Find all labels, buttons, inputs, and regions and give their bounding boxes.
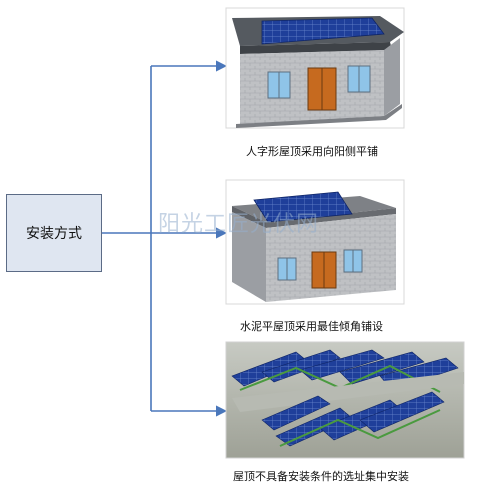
- connector-lines: [102, 60, 228, 417]
- caption-ground-array: 屋顶不具备安装条件的选址集中安装: [233, 470, 409, 483]
- installation-method-box: 安装方式: [6, 194, 102, 272]
- caption-flat-roof: 水泥平屋顶采用最佳倾角铺设: [240, 320, 383, 333]
- caption-pitched-roof: 人字形屋顶采用向阳侧平铺: [246, 145, 378, 158]
- ground-array-image: [225, 341, 465, 459]
- installation-method-label: 安装方式: [26, 226, 82, 242]
- watermark-text: 阳光工匠光伏网: [158, 212, 320, 237]
- pitched-roof-house-image: [225, 7, 405, 129]
- flat-roof-house-image: [225, 179, 405, 305]
